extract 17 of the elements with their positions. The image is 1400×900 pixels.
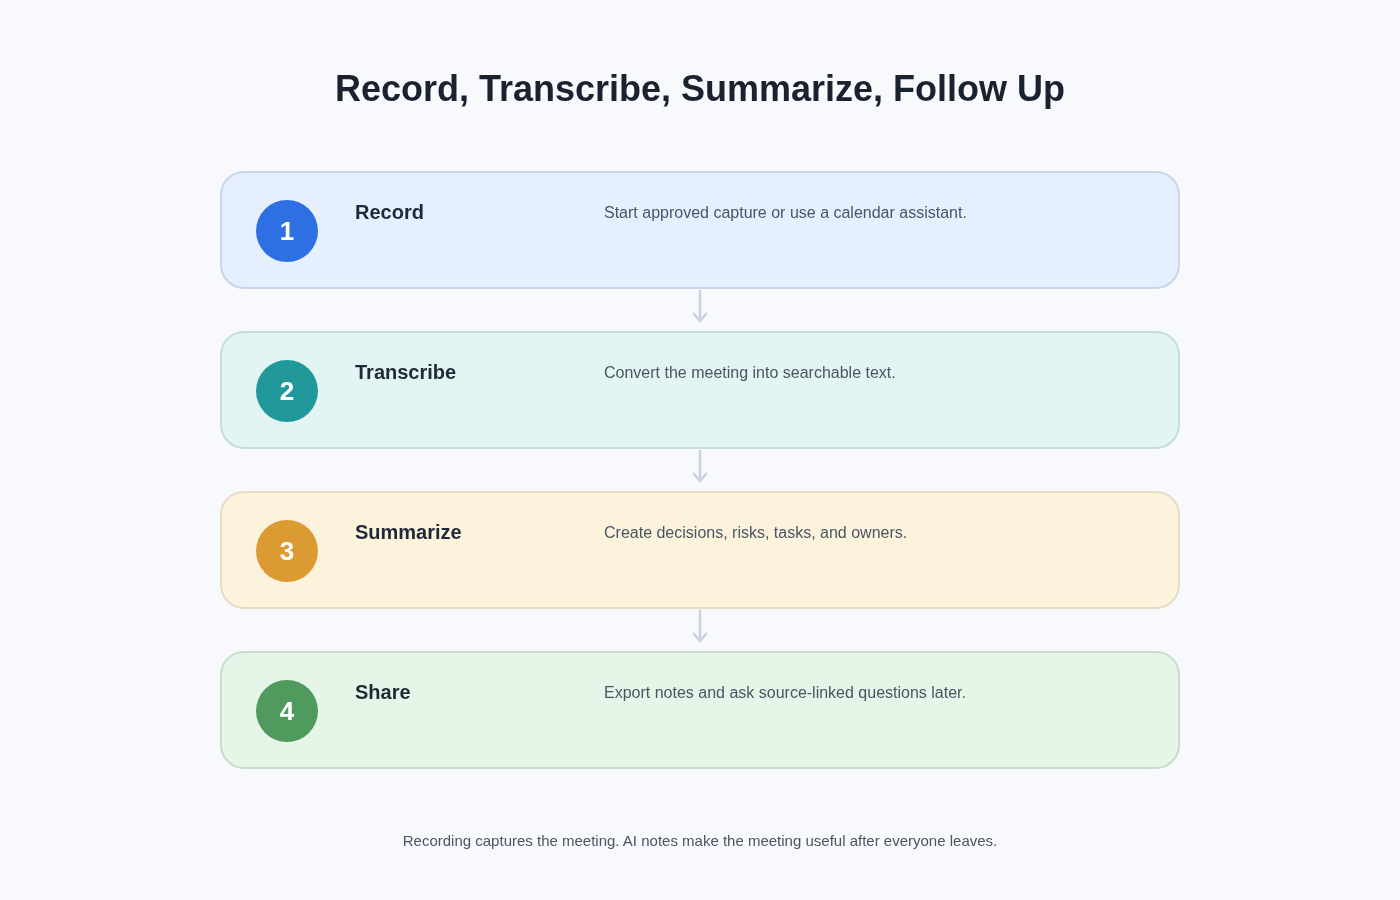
step-card [220, 331, 1180, 449]
diagram-title: Record, Transcribe, Summarize, Follow Up [334, 67, 1066, 111]
step-description: Convert the meeting into searchable text. [604, 363, 897, 383]
arrow [691, 450, 709, 483]
step-description: Export notes and ask source-linked questions later. [604, 683, 967, 703]
step-description: Create decisions, risks, tasks, and owners. [604, 523, 909, 543]
step-title: Record [355, 200, 424, 225]
step-card [220, 491, 1180, 609]
step-title: Share [355, 680, 411, 705]
arrow [691, 610, 709, 643]
step-title: Summarize [355, 520, 462, 545]
arrow [691, 290, 709, 323]
step-card [220, 171, 1180, 289]
step-description: Start approved capture or use a calendar assistant. [604, 203, 968, 223]
step-title: Transcribe [355, 360, 457, 385]
step-card [220, 651, 1180, 769]
diagram-caption: Recording captures the meeting. AI notes make the meeting useful after everyone leaves. [402, 831, 998, 851]
